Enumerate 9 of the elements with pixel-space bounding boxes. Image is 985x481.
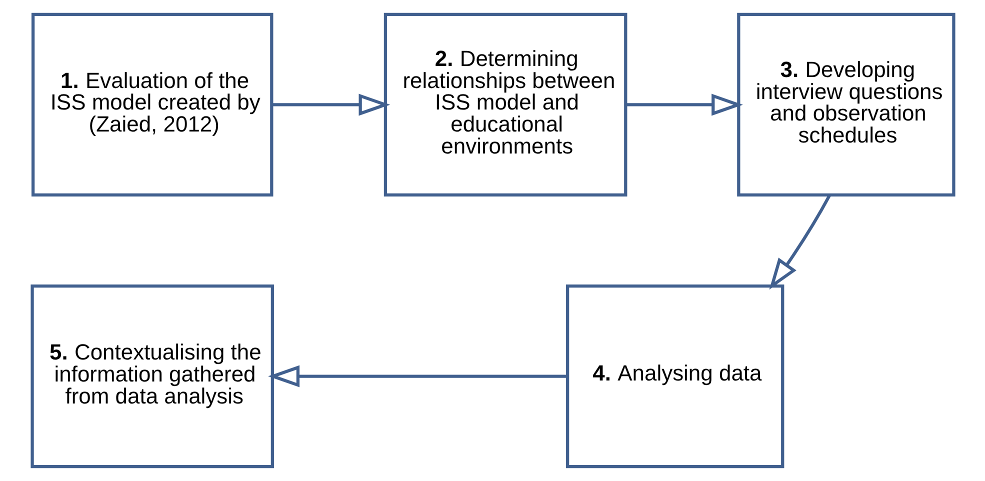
node-box: 1. Evaluation of the ISS model created by (Zaied, 2012)	[31, 12, 273, 197]
node-box: 5. Contextualising the information gathered from data analysis	[30, 284, 274, 468]
arrow	[625, 94, 742, 116]
node-box: 2. Determining relationships between ISS model and educational environments	[383, 12, 627, 197]
arrow	[271, 94, 390, 116]
node-box: 3. Developing interview questions and observation schedules	[736, 12, 955, 197]
node-box: 4. Analysing data	[566, 284, 784, 468]
arrow	[268, 365, 567, 388]
arrow	[768, 194, 830, 290]
